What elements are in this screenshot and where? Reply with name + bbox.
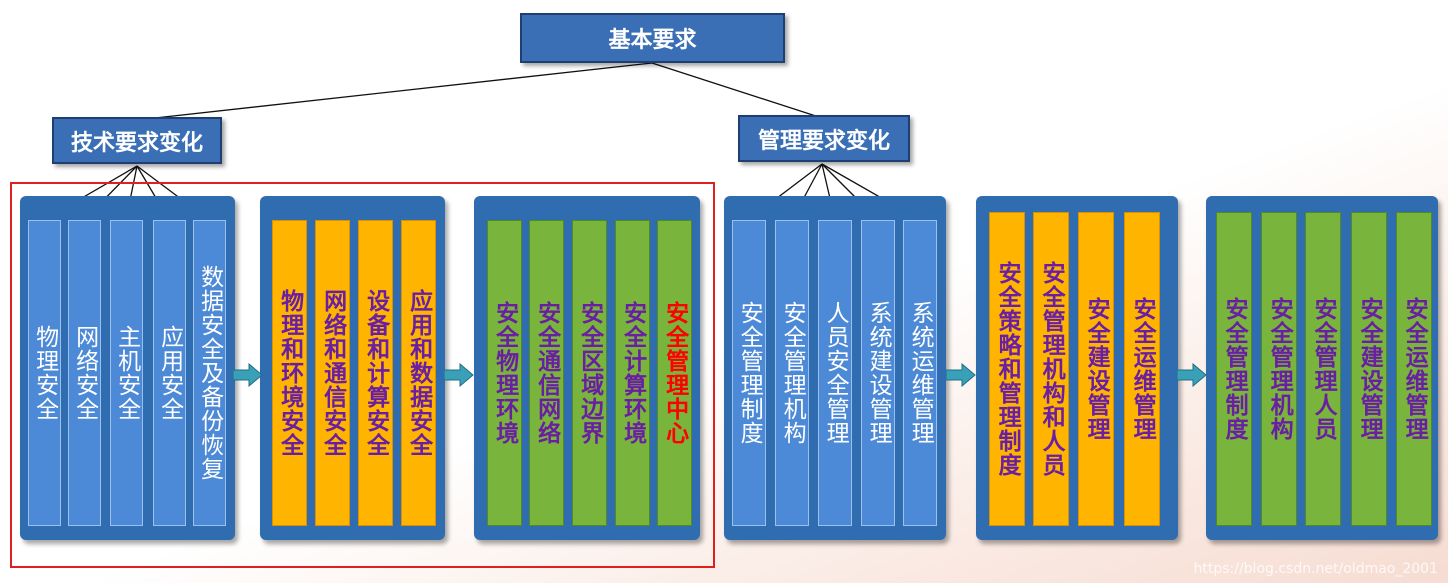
- item-secure-physical-env: 安全物理环境: [487, 220, 522, 526]
- mgmt-branch-node: 管理要求变化: [738, 115, 910, 162]
- item-device-compute-security: 设备和计算安全: [358, 220, 393, 526]
- tech-branch-label: 技术要求变化: [70, 130, 203, 156]
- item-new-ops-mgmt: 安全运维管理: [1396, 212, 1432, 526]
- watermark: https://blog.csdn.net/oldmao_2001: [1193, 561, 1438, 577]
- item-secure-comm-network: 安全通信网络: [529, 220, 564, 526]
- item-data-backup: 数据安全及备份恢复: [193, 220, 226, 526]
- arrow-right-icon: [233, 363, 263, 387]
- item-secure-area-boundary: 安全区域边界: [572, 220, 607, 526]
- item-new-build-mgmt: 安全建设管理: [1351, 212, 1387, 526]
- item-physical-env-security: 物理和环境安全: [272, 220, 307, 526]
- item-system-ops-mgmt: 系统运维管理: [903, 220, 937, 526]
- item-security-mgmt-system: 安全管理制度: [732, 220, 766, 526]
- item-security-mgmt-org: 安全管理机构: [775, 220, 809, 526]
- root-label: 基本要求: [608, 28, 697, 53]
- item-policy-and-system: 安全策略和管理制度: [989, 212, 1025, 526]
- arrow-right-icon: [444, 363, 474, 387]
- item-application-security: 应用安全: [153, 220, 186, 526]
- highlight-frame: [10, 182, 715, 568]
- arrow-right-icon: [946, 363, 976, 387]
- item-new-mgmt-system: 安全管理制度: [1216, 212, 1252, 526]
- arrow-right-icon: [1177, 363, 1207, 387]
- item-security-build-mgmt: 安全建设管理: [1078, 212, 1114, 526]
- item-network-comm-security: 网络和通信安全: [315, 220, 350, 526]
- item-secure-compute-env: 安全计算环境: [615, 220, 650, 526]
- item-security-ops-mgmt: 安全运维管理: [1124, 212, 1160, 526]
- tech-branch-node: 技术要求变化: [52, 117, 222, 164]
- item-new-mgmt-org: 安全管理机构: [1261, 212, 1297, 526]
- item-physical-security: 物理安全: [28, 220, 61, 526]
- item-host-security: 主机安全: [110, 220, 143, 526]
- item-app-data-security: 应用和数据安全: [401, 220, 436, 526]
- mgmt-branch-label: 管理要求变化: [757, 128, 890, 154]
- root-node: 基本要求: [520, 13, 785, 63]
- item-org-and-personnel: 安全管理机构和人员: [1033, 212, 1069, 526]
- item-network-security: 网络安全: [68, 220, 101, 526]
- item-system-build-mgmt: 系统建设管理: [861, 220, 895, 526]
- item-new-mgmt-personnel: 安全管理人员: [1305, 212, 1341, 526]
- item-security-mgmt-center: 安全管理中心: [657, 220, 692, 526]
- item-personnel-security-mgmt: 人员安全管理: [818, 220, 852, 526]
